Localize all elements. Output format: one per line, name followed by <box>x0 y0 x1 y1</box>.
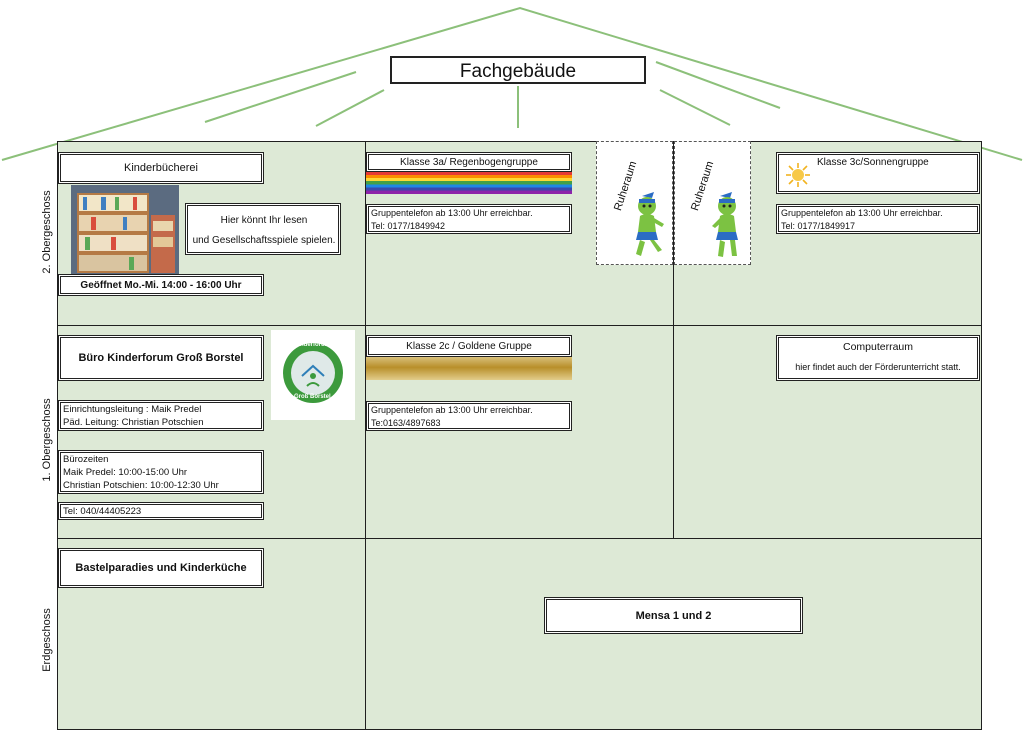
floor-label-second: 2. Obergeschoss <box>41 190 53 274</box>
class3c-phone-box: Gruppentelefon ab 13:00 Uhr erreichbar. … <box>776 204 980 234</box>
class3a-phone-note: Gruppentelefon ab 13:00 Uhr erreichbar. <box>371 208 533 218</box>
room-mensa <box>365 538 982 730</box>
class3c-title-box: Klasse 3c/Sonnengruppe <box>776 152 980 194</box>
logo-text-top: Kinderforum <box>294 342 330 348</box>
rest-room-left <box>596 141 673 265</box>
office-phone-text: Tel: 040/44405223 <box>63 506 142 517</box>
class2c-phone-box: Gruppentelefon ab 13:00 Uhr erreichbar. … <box>366 401 572 431</box>
sun-icon <box>786 163 810 187</box>
office-title: Büro Kinderforum Groß Borstel <box>58 335 264 381</box>
class3a-title: Klasse 3a/ Regenbogengruppe <box>366 152 572 172</box>
library-hours: Geöffnet Mo.-Mi. 14:00 - 16:00 Uhr <box>58 274 264 296</box>
office-hours-line: Maik Predel: 10:00-15:00 Uhr <box>63 467 188 478</box>
library-info: Hier könnt Ihr lesen und Gesellschaftssp… <box>185 203 341 255</box>
office-phone: Tel: 040/44405223 <box>58 502 264 520</box>
floor-label-first: 1. Obergeschoss <box>41 398 53 482</box>
computer-room-title: Computerraum <box>842 341 914 353</box>
library-title: Kinderbücherei <box>58 152 264 184</box>
class2c-phone-note: Gruppentelefon ab 13:00 Uhr erreichbar. <box>371 405 533 415</box>
gold-banner <box>366 357 572 380</box>
office-hours-line: Bürozeiten <box>63 454 109 465</box>
mensa-title: Mensa 1 und 2 <box>544 597 803 634</box>
computer-room-box: Computerraum hier findet auch der Förder… <box>776 335 980 381</box>
rainbow-banner <box>366 172 572 194</box>
office-leader: Päd. Leitung: Christian Potschien <box>63 417 204 428</box>
class3c-phone: Tel: 0177/1849917 <box>781 221 856 231</box>
kinderforum-logo <box>283 343 343 403</box>
logo-text-bottom: Groß Borstel <box>294 394 331 400</box>
craft-title: Bastelparadies und Kinderküche <box>58 548 264 588</box>
office-hours-box: Bürozeiten Maik Predel: 10:00-15:00 Uhr … <box>58 450 264 494</box>
class3c-title: Klasse 3c/Sonnengruppe <box>817 157 929 168</box>
building-title: Fachgebäude <box>390 56 646 84</box>
rest-room-right <box>674 141 751 265</box>
computer-room-note: hier findet auch der Förderunterricht st… <box>795 362 961 372</box>
floor-label-ground: Erdgeschoss <box>41 608 53 672</box>
roof <box>1 6 1023 161</box>
library-info-line: Hier könnt Ihr lesen <box>220 215 308 226</box>
library-info-line: und Gesellschaftsspiele spielen. <box>192 235 336 246</box>
class3c-phone-note: Gruppentelefon ab 13:00 Uhr erreichbar. <box>781 208 943 218</box>
kid-figure-icon <box>636 192 664 256</box>
office-leader: Einrichtungsleitung : Maik Predel <box>63 404 202 415</box>
bookshelf-photo <box>71 185 179 275</box>
kid-figure-icon <box>712 192 738 257</box>
class2c-title: Klasse 2c / Goldene Gruppe <box>366 335 572 357</box>
office-hours-line: Christian Potschien: 10:00-12:30 Uhr <box>63 480 219 491</box>
class3a-phone-box: Gruppentelefon ab 13:00 Uhr erreichbar. … <box>366 204 572 234</box>
class2c-phone: Te:0163/4897683 <box>371 418 441 428</box>
class3a-phone: Tel: 0177/1849942 <box>371 221 446 231</box>
office-leaders-box: Einrichtungsleitung : Maik Predel Päd. L… <box>58 400 264 431</box>
